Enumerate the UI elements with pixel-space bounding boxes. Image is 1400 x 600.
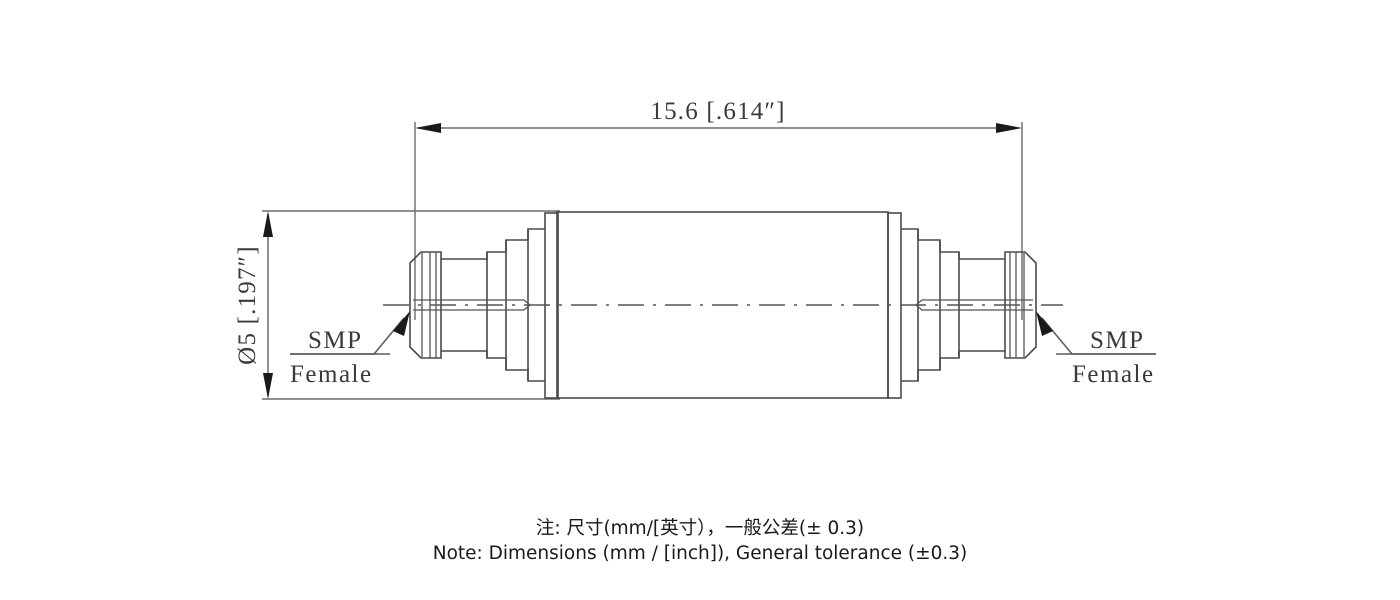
left-coupling-nut (409, 251, 442, 359)
arrowhead-right (996, 123, 1022, 133)
note-line-chinese: 注: 尺寸(mm/[英寸），一般公差(± 0.3) (535, 518, 865, 539)
body-diameter-dimension: Ø5 [.197″] (234, 210, 560, 400)
left-callout-line2: Female (290, 361, 373, 388)
note-line-english: Note: Dimensions (mm / [inch]), General … (432, 543, 968, 564)
left-leader-arrowhead (393, 311, 410, 336)
right-step-profile-top (901, 228, 1005, 260)
right-callout-line2: Female (1072, 361, 1155, 388)
left-step-profile-top (441, 228, 545, 260)
right-callout-line1: SMP (1090, 327, 1145, 354)
overall-length-text: 15.6 [.614″] (650, 98, 785, 125)
right-coupling-nut (1004, 251, 1037, 359)
drawing-notes: 注: 尺寸(mm/[英寸），一般公差(± 0.3) Note: Dimensio… (0, 516, 1400, 566)
right-connector-callout: SMP Female (1036, 311, 1156, 388)
left-connector-callout: SMP Female (290, 311, 410, 388)
right-step-profile-bottom (901, 350, 1005, 382)
body-diameter-text: Ø5 [.197″] (234, 245, 261, 365)
arrowhead-top (263, 211, 273, 237)
overall-length-dimension: 15.6 [.614″] (414, 98, 1023, 320)
left-step-profile-bottom (441, 350, 545, 382)
arrowhead-bottom (263, 373, 273, 399)
right-leader-arrowhead (1036, 311, 1053, 336)
arrowhead-left (415, 123, 441, 133)
left-callout-line1: SMP (308, 327, 363, 354)
